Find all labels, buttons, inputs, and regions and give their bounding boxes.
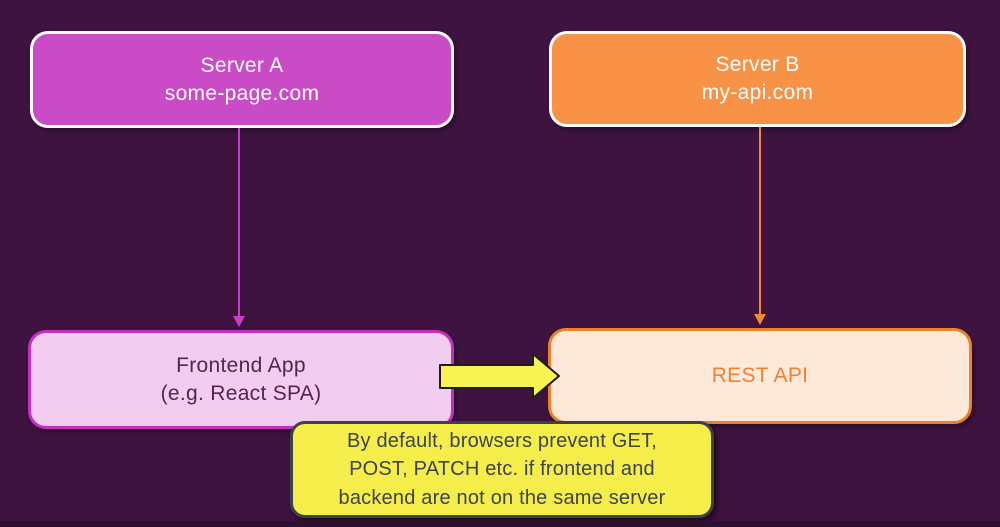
bottom-edge-strip — [0, 521, 1000, 527]
rest-api-title: REST API — [711, 364, 809, 387]
node-frontend-app: Frontend App (e.g. React SPA) — [28, 330, 454, 429]
server-a-title: Server A — [200, 53, 284, 77]
arrow-frontend-to-rest-api-icon — [439, 353, 560, 399]
server-a-domain: some-page.com — [164, 81, 320, 105]
node-rest-api: REST API — [548, 328, 972, 424]
note-line-3: backend are not on the same server — [338, 486, 666, 509]
note-line-2: POST, PATCH etc. if frontend and — [349, 458, 655, 481]
arrow-server-b-to-rest-api-icon — [759, 127, 761, 315]
node-server-a: Server A some-page.com — [30, 31, 454, 128]
frontend-app-title: Frontend App — [176, 353, 306, 377]
server-b-domain: my-api.com — [701, 81, 814, 104]
node-server-b: Server B my-api.com — [549, 31, 966, 127]
frontend-app-subtitle: (e.g. React SPA) — [160, 381, 322, 405]
note-line-1: By default, browsers prevent GET, — [346, 429, 658, 452]
note-cors-callout: By default, browsers prevent GET, POST, … — [290, 421, 714, 518]
arrow-server-a-to-frontend-icon — [238, 128, 240, 317]
server-b-title: Server B — [715, 53, 800, 76]
